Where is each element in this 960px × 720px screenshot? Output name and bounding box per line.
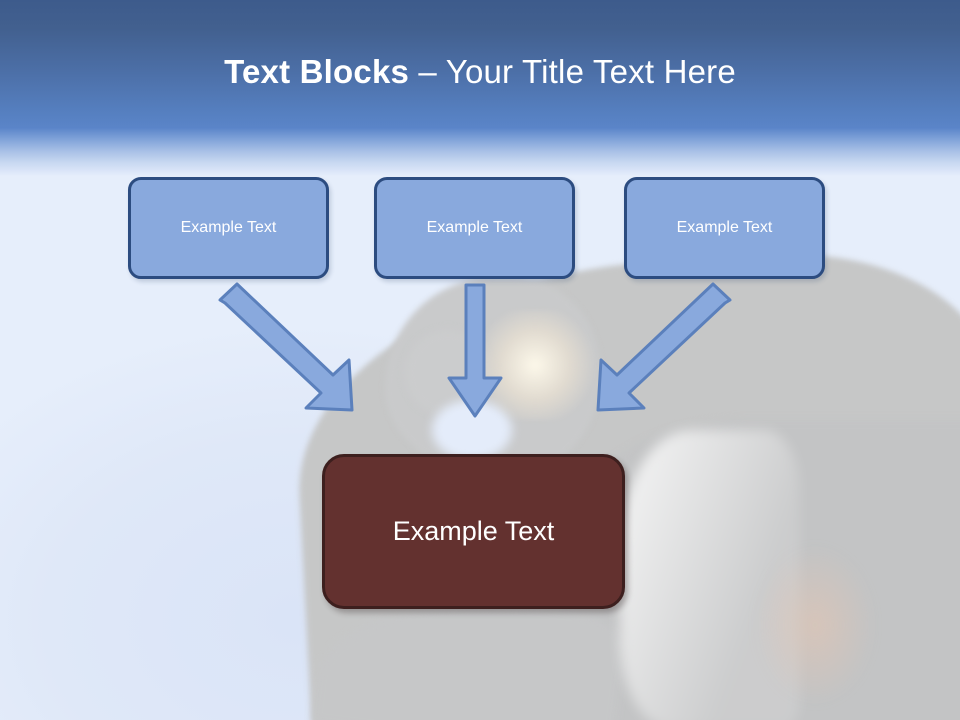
text-block-2-label: Example Text [426, 219, 523, 236]
text-block-1-label: Example Text [180, 219, 277, 236]
page-title-separator: – [409, 53, 446, 90]
text-block-3[interactable]: Example Text [624, 177, 825, 279]
background-warm-glow [755, 545, 875, 705]
page-title-bold: Text Blocks [224, 53, 410, 90]
text-block-3-label: Example Text [676, 219, 773, 236]
summary-block[interactable]: Example Text [322, 454, 625, 609]
background-lens-glare [470, 310, 600, 420]
page-title: Text Blocks – Your Title Text Here [0, 52, 960, 92]
title-banner [0, 0, 960, 130]
page-title-rest: Your Title Text Here [445, 53, 736, 90]
summary-block-label: Example Text [392, 516, 555, 546]
title-banner-fade [0, 128, 960, 176]
text-block-2[interactable]: Example Text [374, 177, 575, 279]
text-block-1[interactable]: Example Text [128, 177, 329, 279]
